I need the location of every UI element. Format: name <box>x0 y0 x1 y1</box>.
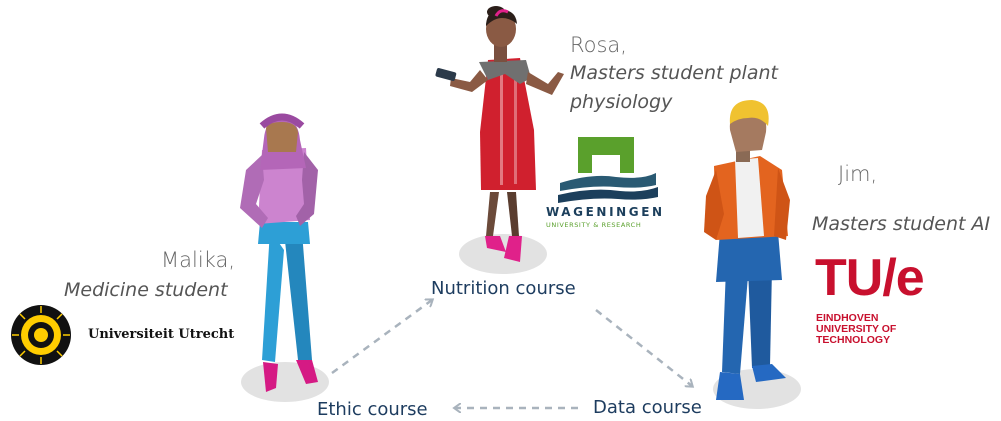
malika-name: Malika, <box>161 248 235 272</box>
rosa-platform <box>459 234 547 274</box>
jim-name: Jim, <box>838 162 878 186</box>
malika-figure <box>240 113 318 392</box>
wageningen-name: WAGENINGEN <box>546 205 665 219</box>
rosa-role-line2: physiology <box>570 91 673 113</box>
tue-line3: TECHNOLOGY <box>816 334 891 346</box>
jim-figure <box>704 100 790 400</box>
rosa-name: Rosa, <box>570 33 627 57</box>
utrecht-logo-mark <box>11 305 71 365</box>
jim-role: Masters student AI <box>812 213 991 235</box>
nutrition-course-label: Nutrition course <box>431 278 576 299</box>
arrow-nutrition-to-data <box>595 309 692 386</box>
tue-logo-mark: TU/e <box>815 249 925 307</box>
data-course-label: Data course <box>593 397 702 418</box>
utrecht-name: Universiteit Utrecht <box>88 327 235 342</box>
wageningen-subtitle: UNIVERSITY & RESEARCH <box>546 221 642 229</box>
rosa-role-line1: Masters student plant <box>570 62 778 84</box>
wageningen-logo-mark <box>558 137 658 203</box>
tue-line1: EINDHOVEN <box>816 312 879 324</box>
ethic-course-label: Ethic course <box>317 399 428 420</box>
malika-role: Medicine student <box>64 279 228 301</box>
tue-line2: UNIVERSITY OF <box>816 323 897 335</box>
arrow-ethic-to-nutrition <box>331 300 432 375</box>
rosa-figure <box>435 6 564 262</box>
